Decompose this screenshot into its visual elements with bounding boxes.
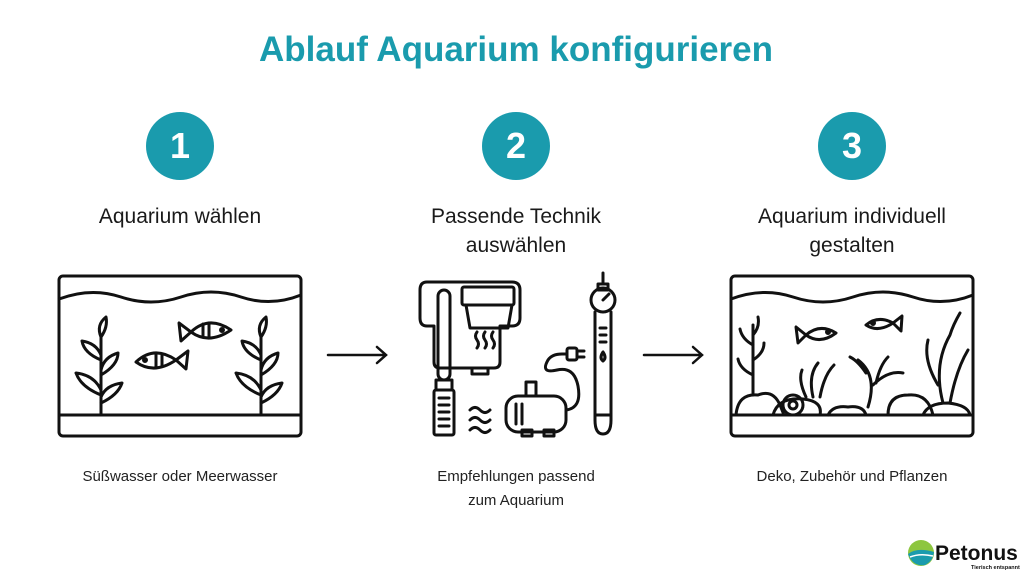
arrow-right-icon [642, 344, 706, 366]
caption-line: Deko, Zubehör und Pflanzen [756, 468, 948, 485]
step-2-caption: Empfehlungen passend zum Aquarium [366, 465, 666, 513]
aquarium-tank-icon [56, 265, 304, 441]
step-1: 1 Aquarium wählen [30, 112, 330, 231]
step-number-badge: 3 [818, 112, 886, 180]
arrow-right-icon [326, 344, 390, 366]
caption-line: Süßwasser oder Meerwasser [82, 468, 278, 485]
step-heading: Aquarium wählen [30, 202, 330, 231]
step-heading: Aquarium individuell gestalten [702, 202, 1002, 260]
hang-on-filter-icon [420, 282, 520, 435]
caption-line: zum Aquarium [468, 492, 564, 509]
caption-line: Empfehlungen passend [437, 468, 595, 485]
pump-icon [506, 348, 584, 436]
decorated-aquarium-icon [728, 265, 976, 441]
water-flow-icon [470, 408, 490, 433]
heater-icon [591, 273, 615, 434]
logo-mark-icon: Petonus Tierisch entspannt [908, 540, 1020, 571]
heading-line: gestalten [809, 234, 895, 257]
svg-text:Tierisch entspannt: Tierisch entspannt [971, 565, 1020, 571]
step-3-caption: Deko, Zubehör und Pflanzen [702, 465, 1002, 489]
step-number-badge: 2 [482, 112, 550, 180]
page-title: Ablauf Aquarium konfigurieren [258, 30, 773, 69]
step-2: 2 Passende Technik auswählen [366, 112, 666, 260]
step-3: 3 Aquarium individuell gestalten [702, 112, 1002, 260]
step-1-caption: Süßwasser oder Meerwasser [30, 465, 330, 489]
aquarium-equipment-icon [412, 270, 628, 442]
step-heading: Passende Technik auswählen [366, 202, 666, 260]
petonus-logo: Petonus Tierisch entspannt [905, 537, 1029, 576]
heading-line: Aquarium wählen [98, 205, 262, 228]
heading-line: Aquarium individuell [758, 205, 946, 228]
heading-line: Passende Technik [430, 205, 602, 228]
step-number-badge: 1 [146, 112, 214, 180]
heading-line: auswählen [465, 234, 567, 257]
svg-text:Petonus: Petonus [935, 542, 1018, 565]
